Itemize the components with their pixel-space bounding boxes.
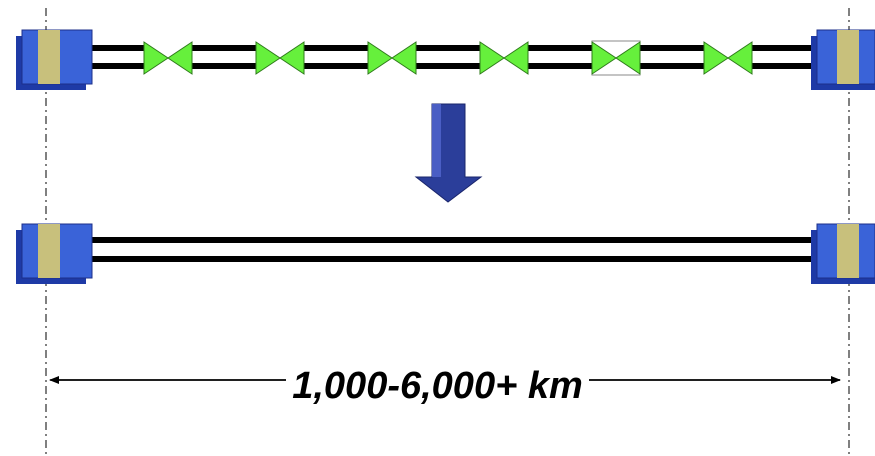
amplifier-icon	[255, 41, 305, 75]
bottom-link	[80, 237, 818, 262]
bottom-right-terminal	[811, 223, 875, 284]
top-left-terminal	[16, 29, 93, 90]
amplifier-icon	[143, 41, 193, 75]
amplifier-icon	[591, 40, 641, 76]
top-right-terminal	[811, 29, 875, 90]
amplifier-icon	[703, 41, 753, 75]
amplifier-icon	[367, 41, 417, 75]
down-arrow	[414, 103, 483, 203]
amplifier-chain	[143, 40, 753, 76]
bottom-left-terminal	[16, 223, 93, 284]
top-link	[80, 40, 818, 76]
amplifier-icon	[479, 41, 529, 75]
